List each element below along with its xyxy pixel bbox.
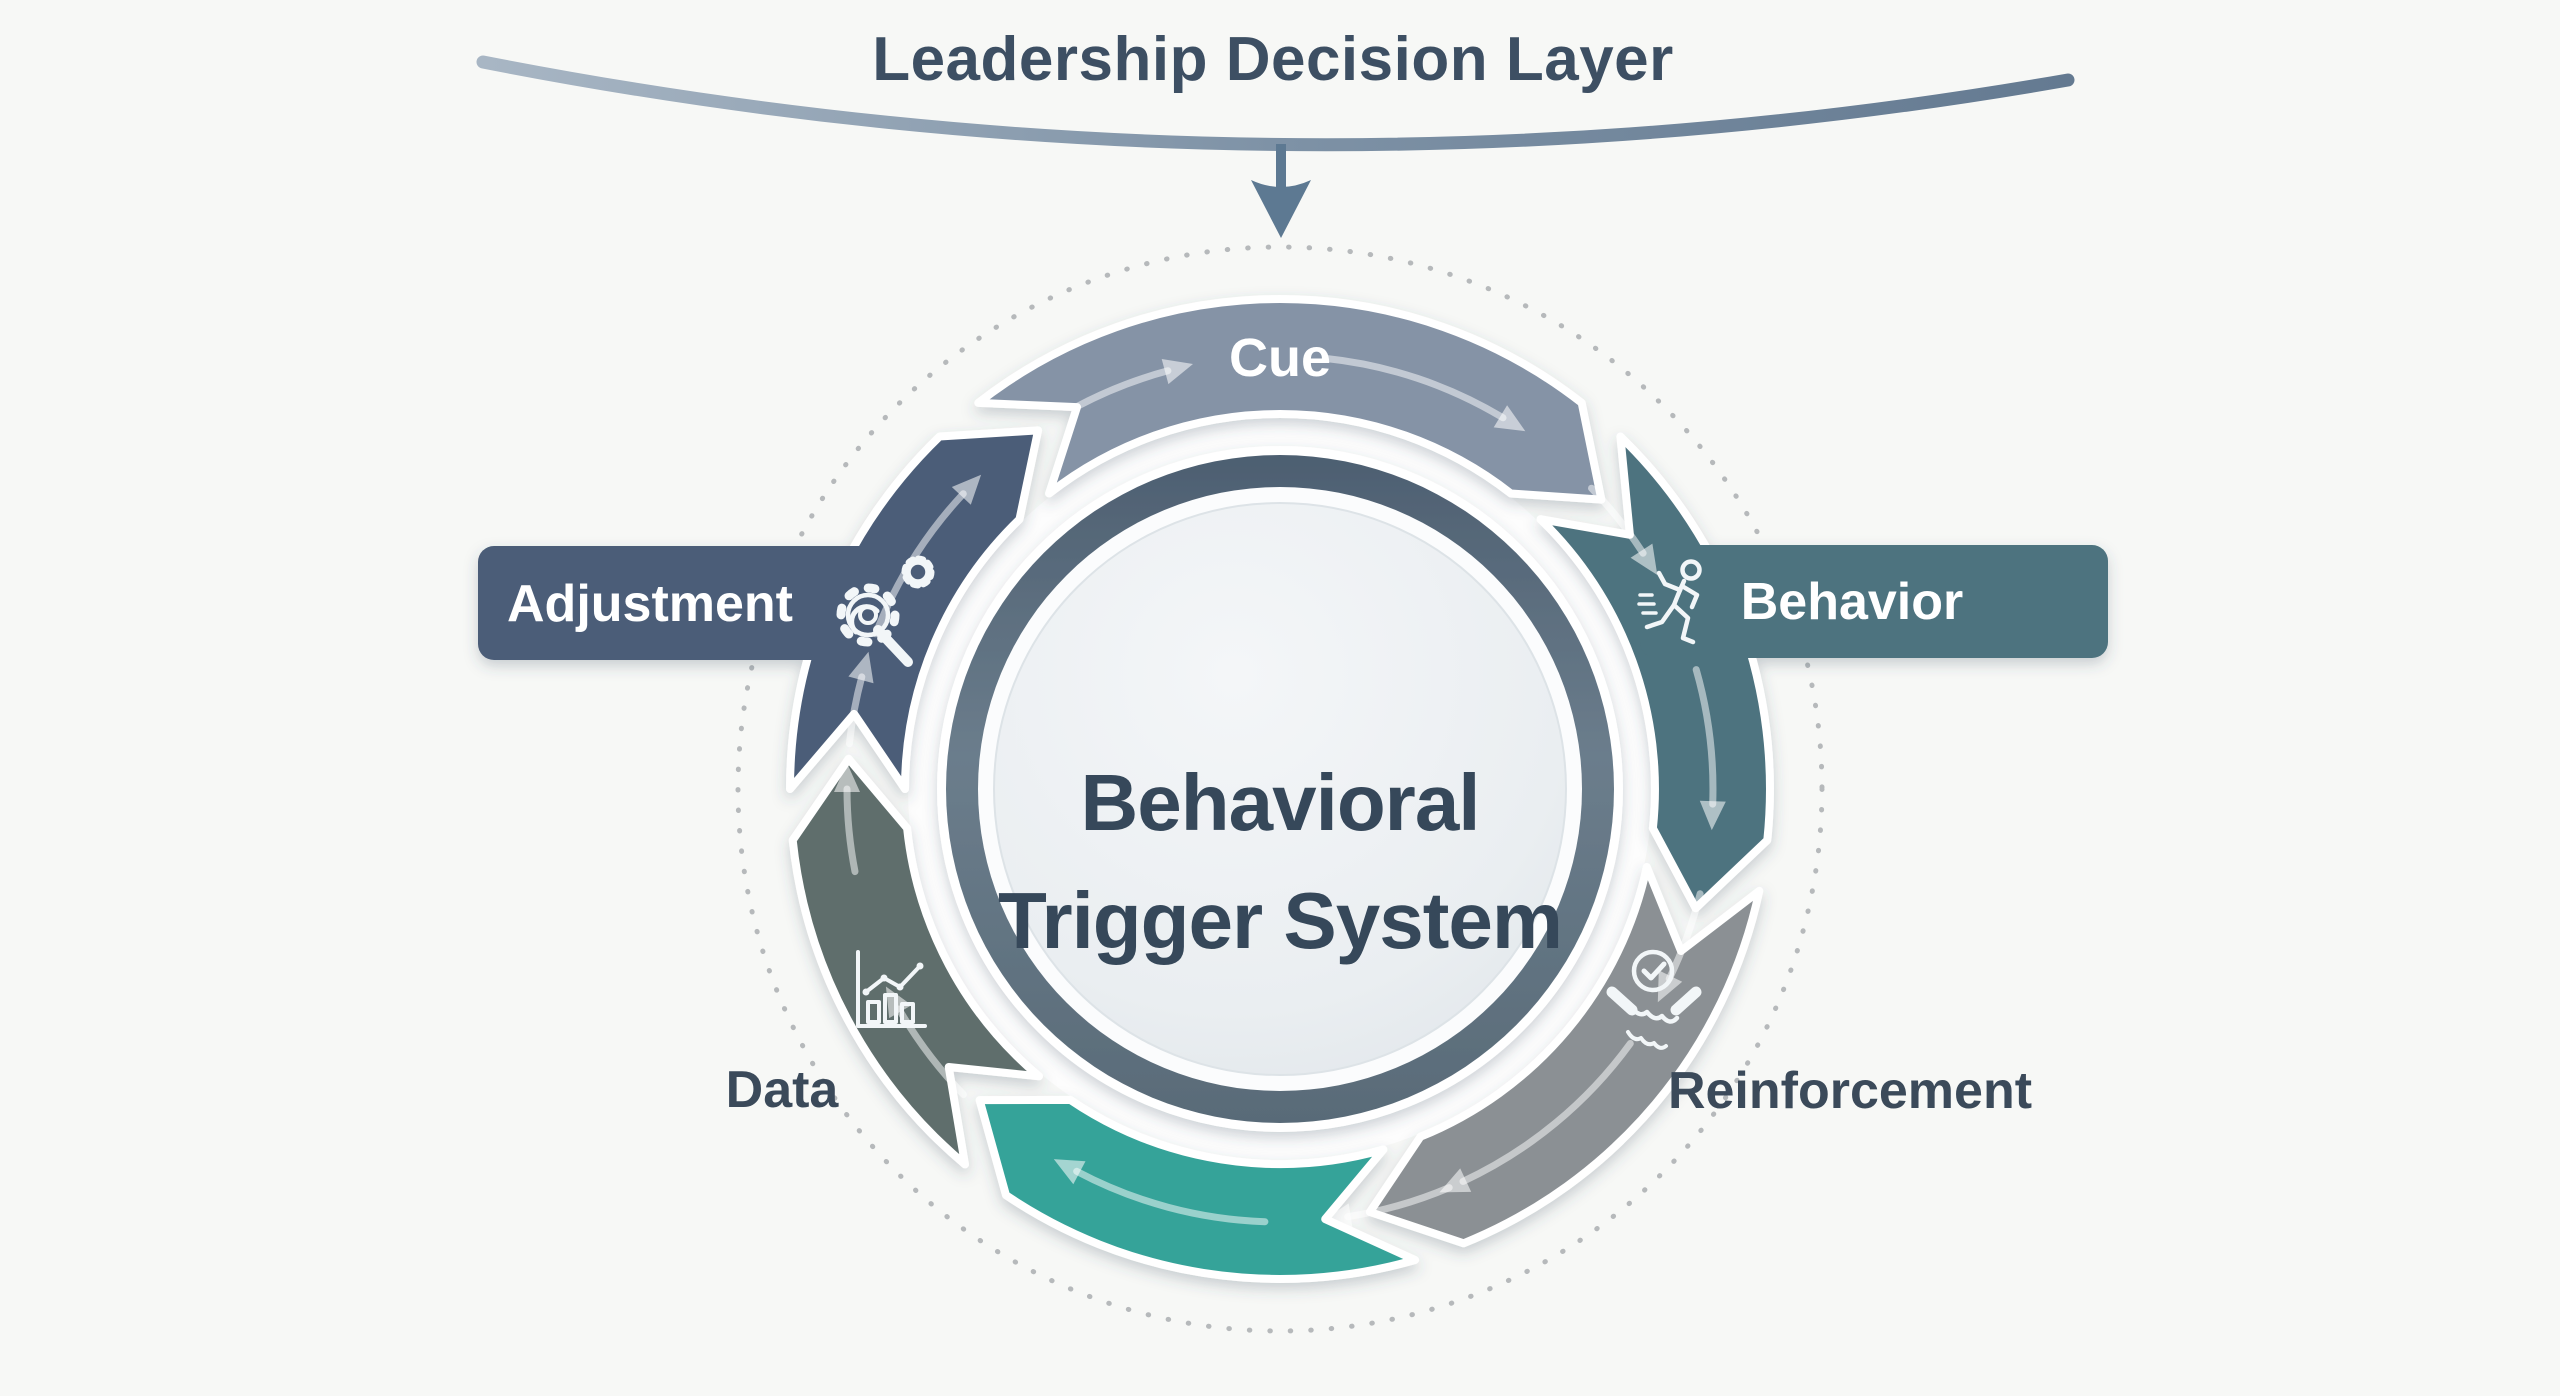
runner-icon	[1637, 559, 1702, 645]
reinforcement-label: Reinforcement	[1668, 1062, 2032, 1120]
inner-ring-outline	[937, 446, 1623, 1132]
cycle-ring	[478, 295, 2108, 1283]
segment-cue	[974, 295, 1606, 504]
flow-arrow	[1321, 354, 1507, 422]
flow-arrow	[1073, 367, 1172, 411]
flow-arrow	[1344, 1184, 1453, 1221]
down-arrow-head	[1251, 180, 1311, 238]
behavior-bar-label: Behavior	[1741, 573, 1964, 631]
flow-arrowhead	[1699, 800, 1726, 831]
handshake-icon	[1606, 949, 1702, 1050]
title-group: Leadership Decision Layer	[476, 25, 2075, 238]
flow-arrowhead	[1053, 1159, 1086, 1185]
center-group	[937, 446, 1623, 1132]
flow-arrow	[1692, 666, 1717, 808]
diagram-title: Leadership Decision Layer	[872, 25, 1674, 94]
flow-arrowhead	[951, 474, 982, 505]
flow-arrowhead	[1657, 970, 1683, 1003]
flow-arrowhead	[1161, 359, 1193, 385]
segment-label-cue: Cue	[1229, 328, 1331, 388]
side-bars	[478, 545, 2108, 660]
flow-arrow	[1459, 1040, 1634, 1185]
center-circle	[993, 502, 1567, 1076]
center-title-line2: Trigger System	[998, 876, 1562, 965]
dotted-guide-circle	[735, 244, 1825, 1334]
gear-wrench-icon	[836, 555, 935, 667]
segments-group	[786, 295, 1774, 1283]
center-title-line1: Behavioral	[1080, 758, 1479, 847]
flow-arrow	[1073, 1167, 1269, 1226]
flow-arrowhead	[1322, 1203, 1353, 1229]
flow-arrowhead	[1630, 543, 1658, 575]
segment-reinforcement	[1365, 863, 1764, 1248]
flow-arrowhead	[834, 763, 860, 792]
flow-arrowhead	[1493, 405, 1526, 432]
behavior-bar	[1640, 545, 2108, 658]
chart-icon	[856, 950, 927, 1028]
adjustment-bar	[478, 546, 925, 660]
flow-arrowhead	[848, 651, 874, 684]
segment-return-loop	[975, 1095, 1420, 1283]
data-label: Data	[726, 1061, 840, 1119]
adjustment-bar-label: Adjustment	[507, 575, 793, 633]
